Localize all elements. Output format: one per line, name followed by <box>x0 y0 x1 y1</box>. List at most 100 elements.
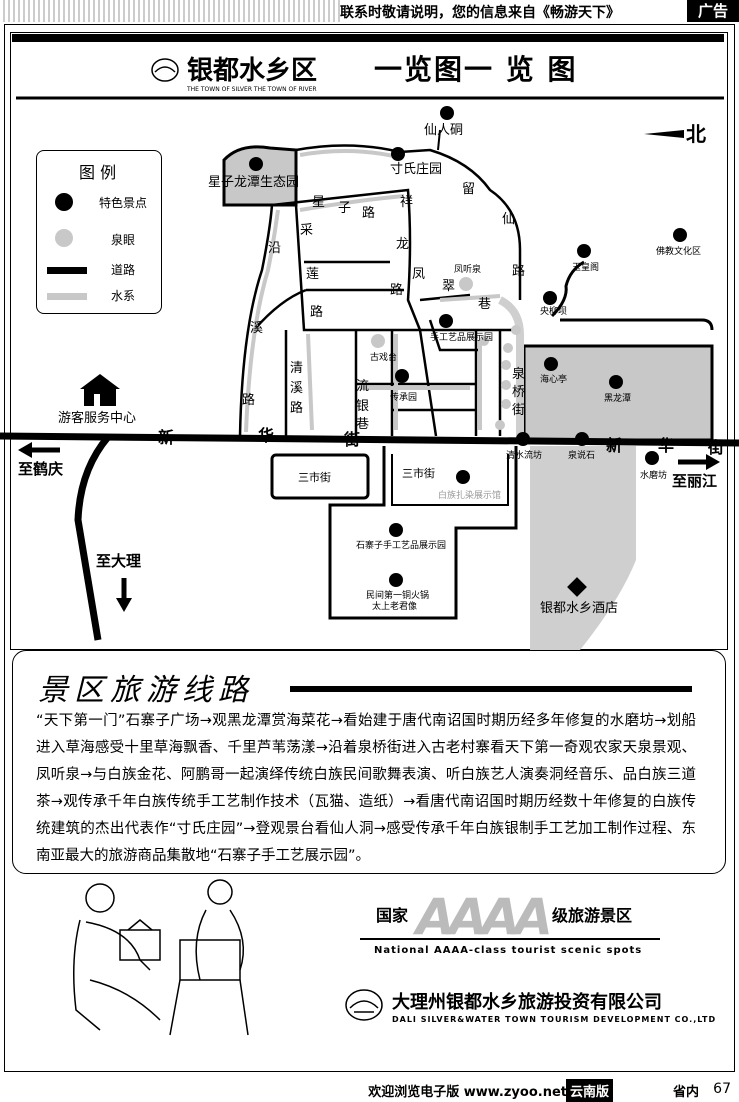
road-label: 翠 <box>442 279 456 294</box>
place-label: 传承园 <box>390 393 418 403</box>
road-label: 新 <box>606 436 623 455</box>
road-label: 路 <box>512 264 526 279</box>
xinhua-street-road <box>0 432 739 447</box>
route-title-rule <box>290 686 692 692</box>
badge-guojia: 国家 <box>376 906 409 925</box>
road-label: 街 <box>344 430 361 449</box>
road-label: 留 <box>462 182 476 197</box>
footer-welcome: 欢迎浏览电子版 www.zyoo.net <box>368 1085 567 1100</box>
road-label: 采 <box>300 223 314 238</box>
street-network <box>238 144 522 437</box>
brand-logo-icon <box>151 58 179 82</box>
road-label: 华 <box>658 436 675 455</box>
map-legend: 图 例 特色景点 泉眼 道路 水系 <box>36 150 162 314</box>
place-label: 黑龙潭 <box>604 394 632 404</box>
place-label: 寸氏庄园 <box>390 162 443 177</box>
visitor-center-house-icon <box>80 374 120 406</box>
place-label: 民间第一铜火锅 <box>366 591 430 601</box>
road-label: 清 <box>290 361 304 376</box>
place-label: 三市街 <box>298 471 331 484</box>
road-label: 华 <box>258 426 275 445</box>
legend-item: 水系 <box>111 289 136 303</box>
arrow-heqing-icon <box>18 442 60 458</box>
road-to-dali <box>74 434 111 641</box>
direction-dali: 至大理 <box>96 552 142 570</box>
page-footer: 欢迎浏览电子版 www.zyoo.net 云南版 省内 67 <box>0 1078 739 1102</box>
people-illustration <box>73 879 249 1036</box>
place-label: 手工艺品展示园 <box>430 333 494 343</box>
road-label: 祥 <box>400 195 414 210</box>
badge-rule <box>360 938 660 940</box>
road-label: 路 <box>290 401 304 416</box>
road-label: 子 <box>338 201 352 216</box>
road-label: 仙 <box>502 212 516 227</box>
banner-notice: 联系时敬请说明，您的信息来自《畅游天下》 <box>340 5 620 21</box>
place-label: 古戏台 <box>370 353 398 363</box>
badge-level: 级旅游景区 <box>552 906 633 925</box>
place-label: 佛教文化区 <box>656 247 702 257</box>
road-label: 龙 <box>396 237 410 252</box>
route-title: 景区旅游线路 <box>38 673 254 708</box>
footer-section: 省内 <box>672 1085 699 1100</box>
route-description: “天下第一门”石寨子广场→观黑龙潭赏海菜花→看始建于唐代南诏国时期历经多年修复的… <box>36 713 696 864</box>
road-label: 莲 <box>306 267 320 282</box>
scenic-dots <box>249 106 687 587</box>
legend-item: 道路 <box>111 263 136 277</box>
place-label: 泉说石 <box>568 451 596 461</box>
road-label: 凤 <box>412 267 426 282</box>
road-label: 桥 <box>512 385 526 400</box>
road-label: 泉 <box>512 367 526 382</box>
arrow-dali-icon <box>116 578 132 612</box>
road-label: 流 <box>356 379 370 394</box>
spring-icon <box>55 229 73 247</box>
company-name: 大理州银都水乡旅游投资有限公司 <box>392 992 662 1013</box>
place-label: 游客服务中心 <box>58 411 137 426</box>
title-bar <box>12 34 724 42</box>
place-label: 三市街 <box>402 467 435 480</box>
page-number: 67 <box>713 1081 731 1097</box>
water-lines <box>244 148 501 433</box>
road-label: 街 <box>708 438 725 457</box>
road-line-icon <box>47 267 87 274</box>
badge-aaaa: AAAA <box>416 888 553 946</box>
company-logo-icon <box>345 989 383 1021</box>
map-title-main: 一览图一 览 图 <box>374 53 578 86</box>
place-label: 白族扎染展示馆 <box>438 491 502 501</box>
road-label: 路 <box>390 283 404 298</box>
place-label: 凤听泉 <box>454 265 482 275</box>
road-label: 巷 <box>478 297 492 312</box>
water-channel-south <box>524 446 636 650</box>
xingzi-park-area <box>222 145 298 207</box>
place-label: 仙人硐 <box>424 123 464 138</box>
arrow-lijiang-icon <box>678 454 720 470</box>
company-english: DALI SILVER&WATER TOWN TOURISM DEVELOPME… <box>392 1015 717 1024</box>
place-label: 星子龙潭生态园 <box>208 175 300 190</box>
place-label: 清水流坊 <box>506 451 543 461</box>
road-label: 沿 <box>268 241 282 256</box>
road-label: 银 <box>356 399 370 414</box>
direction-lijiang: 至丽江 <box>672 472 718 490</box>
ad-label: 广告 <box>687 0 739 22</box>
sanshi-block-2 <box>328 446 518 620</box>
place-label: 太上老君像 <box>372 602 418 612</box>
map-title-brand: 银都水乡区 <box>187 56 318 86</box>
page-frame <box>4 24 735 1072</box>
road-label: 星 <box>312 195 326 210</box>
road-label: 巷 <box>356 417 370 432</box>
road-label: 街 <box>512 403 526 418</box>
road-label: 溪 <box>290 381 304 396</box>
road-label: 路 <box>362 206 376 221</box>
legend-item: 特色景点 <box>99 196 148 210</box>
north-arrow-icon <box>644 130 684 138</box>
sanshi-block-1 <box>270 453 370 500</box>
map-title-sub: THE TOWN OF SILVER THE TOWN OF RIVER <box>187 86 317 93</box>
scenic-spot-icon <box>55 193 73 211</box>
water-line-icon <box>47 293 87 300</box>
road-label: 路 <box>310 305 324 320</box>
spring-dots <box>371 277 521 430</box>
direction-heqing: 至鹤庆 <box>18 460 64 478</box>
place-label: 玉皇阁 <box>572 263 600 273</box>
badge-english: National AAAA-class tourist scenic spots <box>374 945 643 956</box>
top-banner: 联系时敬请说明，您的信息来自《畅游天下》 广告 <box>0 0 739 22</box>
